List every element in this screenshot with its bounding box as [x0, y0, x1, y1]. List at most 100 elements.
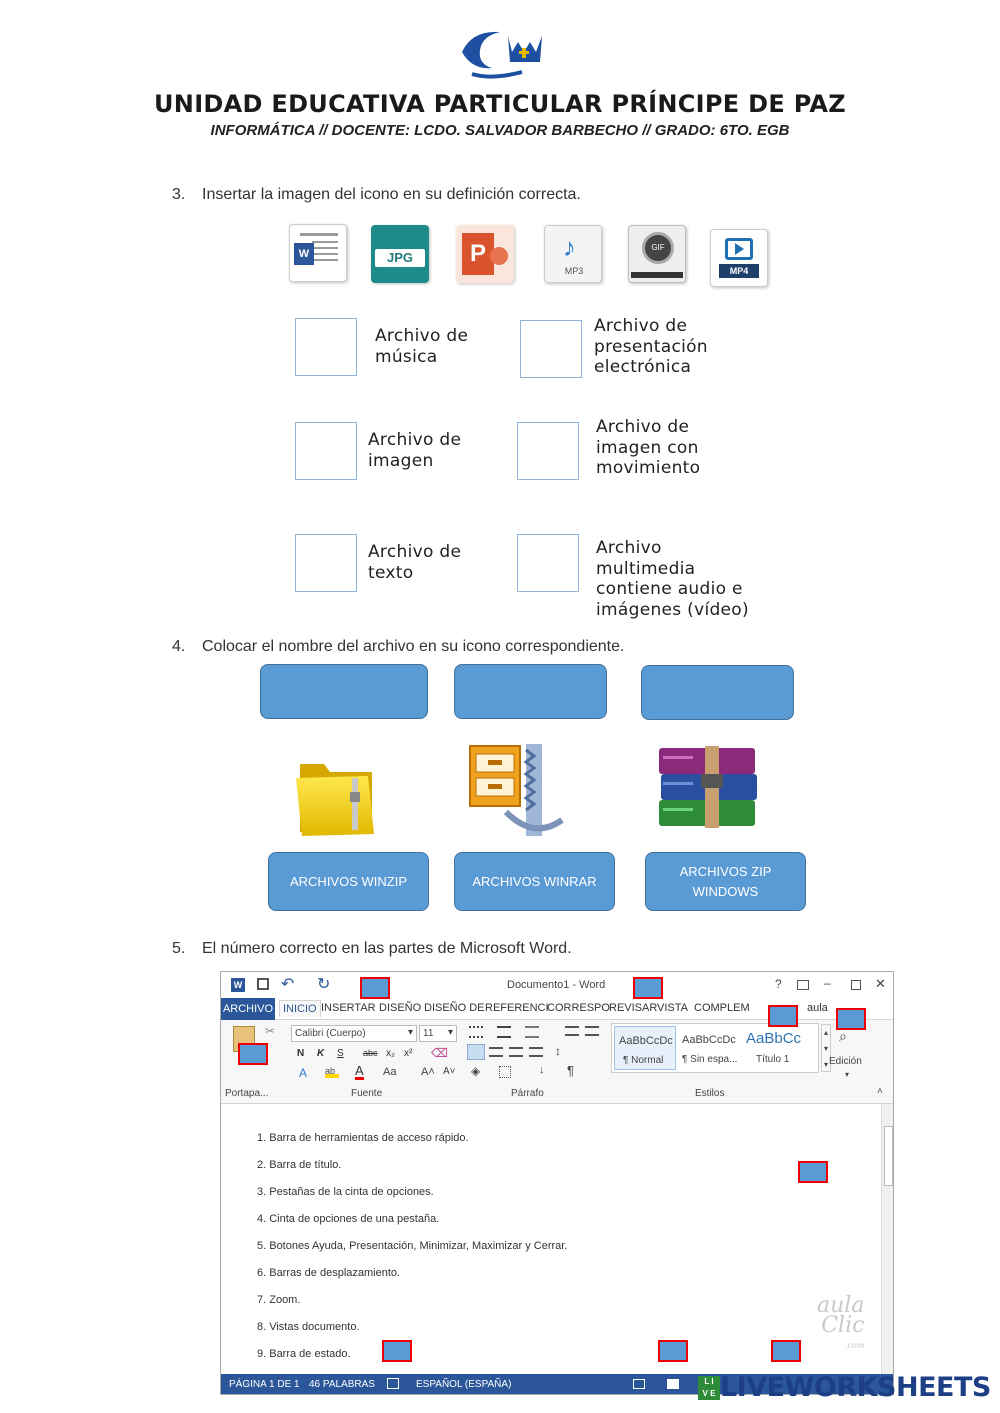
doc-line: 2. Barra de título.	[257, 1159, 342, 1171]
group-label-styles: Estilos	[695, 1088, 725, 1099]
drop-box-presentation[interactable]	[520, 320, 582, 378]
callout-box[interactable]	[771, 1340, 801, 1362]
edit-group-button[interactable]: Edición	[829, 1056, 862, 1067]
answer-slot-2[interactable]	[454, 664, 607, 719]
align-center-icon[interactable]	[489, 1047, 503, 1057]
italic-button[interactable]: K	[317, 1048, 325, 1059]
font-color-icon[interactable]: A	[355, 1063, 364, 1080]
styles-scroll[interactable]: ▴▾▾	[821, 1024, 831, 1072]
callout-box[interactable]	[798, 1161, 828, 1183]
tab-referencias[interactable]: REFERENCI	[485, 1002, 549, 1014]
shading-icon[interactable]: ◈	[471, 1064, 481, 1078]
doc-line: 4. Cinta de opciones de una pestaña.	[257, 1213, 440, 1225]
option-winrar[interactable]: ARCHIVOS WINRAR	[454, 852, 615, 911]
mp4-file-icon[interactable]: MP4	[710, 229, 768, 287]
underline-button[interactable]: S	[337, 1048, 344, 1059]
maximize-icon[interactable]	[851, 980, 861, 990]
answer-slot-1[interactable]	[260, 664, 428, 719]
undo-icon[interactable]: ↶	[281, 976, 295, 993]
course-info: INFORMÁTICA // DOCENTE: LCDO. SALVADOR B…	[210, 122, 790, 139]
ribbon-display-icon[interactable]	[797, 980, 809, 990]
style-heading-1[interactable]: AaBbCc Título 1	[746, 1030, 802, 1065]
drop-box-animated-image[interactable]	[517, 422, 579, 480]
document-title: Documento1 - Word	[507, 979, 606, 991]
save-icon[interactable]	[257, 978, 269, 990]
decrease-indent-icon[interactable]	[565, 1026, 579, 1036]
powerpoint-icon[interactable]: P	[456, 225, 514, 283]
vertical-scrollbar[interactable]	[881, 1104, 893, 1374]
font-name-select[interactable]: Calibri (Cuerpo)▾	[291, 1025, 417, 1042]
callout-box[interactable]	[768, 1005, 798, 1027]
text-effects-icon[interactable]: A	[299, 1066, 308, 1080]
shrink-font-icon[interactable]: A˅	[443, 1066, 456, 1077]
align-right-icon[interactable]	[509, 1047, 523, 1057]
jpg-file-icon[interactable]: JPG	[371, 225, 429, 283]
callout-box[interactable]	[360, 977, 390, 999]
callout-box[interactable]	[238, 1043, 268, 1065]
read-mode-icon[interactable]	[633, 1379, 645, 1389]
proofing-icon[interactable]	[387, 1378, 399, 1389]
superscript-button[interactable]: x²	[404, 1048, 413, 1059]
highlight-icon[interactable]: ab	[325, 1066, 339, 1078]
increase-indent-icon[interactable]	[585, 1026, 599, 1036]
tab-aula[interactable]: aula	[807, 1002, 828, 1014]
option-zip-windows[interactable]: ARCHIVOS ZIP WINDOWS	[645, 852, 806, 911]
redo-icon[interactable]: ↻	[317, 976, 331, 993]
tab-insertar[interactable]: INSERTAR	[321, 1002, 376, 1014]
font-size-select[interactable]: 11▾	[419, 1025, 457, 1042]
tab-complementos[interactable]: COMPLEM	[694, 1002, 750, 1014]
bullets-icon[interactable]	[469, 1026, 483, 1038]
subscript-button[interactable]: x₂	[386, 1048, 395, 1059]
drop-box-video[interactable]	[517, 534, 579, 592]
doc-line: 6. Barras de desplazamiento.	[257, 1267, 401, 1279]
line-spacing-icon[interactable]: ↕	[555, 1044, 561, 1058]
tab-archivo[interactable]: ARCHIVO	[221, 998, 275, 1020]
styles-gallery: AaBbCcDc ¶ Normal AaBbCcDc ¶ Sin espa...…	[611, 1023, 819, 1073]
school-name: UNIDAD EDUCATIVA PARTICULAR PRÍNCIPE DE …	[154, 90, 846, 118]
tab-inicio[interactable]: INICIO	[279, 1000, 321, 1017]
sort-icon[interactable]: ↓	[539, 1064, 545, 1076]
document-area[interactable]: 1. Barra de herramientas de acceso rápid…	[221, 1104, 864, 1374]
clear-format-icon[interactable]: ⌫	[431, 1046, 448, 1060]
bold-button[interactable]: N	[297, 1048, 305, 1059]
drop-box-music[interactable]	[295, 318, 357, 376]
align-left-icon[interactable]	[467, 1044, 485, 1060]
callout-box[interactable]	[633, 977, 663, 999]
tab-diseno-de[interactable]: DISEÑO DE	[424, 1002, 485, 1014]
callout-box[interactable]	[658, 1340, 688, 1362]
cut-icon[interactable]: ✂	[265, 1024, 276, 1038]
numbering-icon[interactable]	[497, 1026, 511, 1038]
tab-correspondencia[interactable]: CORRESPO	[547, 1002, 610, 1014]
option-winzip[interactable]: ARCHIVOS WINZIP	[268, 852, 429, 911]
close-icon[interactable]: ✕	[875, 976, 886, 991]
word-doc-icon[interactable]: W	[289, 224, 347, 282]
answer-slot-3[interactable]	[641, 665, 794, 720]
grow-font-icon[interactable]: A˄	[421, 1066, 435, 1078]
tab-revisar[interactable]: REVISAR	[609, 1002, 658, 1014]
style-normal[interactable]: AaBbCcDc ¶ Normal	[614, 1026, 676, 1070]
print-layout-icon[interactable]	[667, 1379, 679, 1389]
mp3-file-icon[interactable]: ♪ MP3	[544, 225, 602, 283]
drop-box-image[interactable]	[295, 422, 357, 480]
callout-box[interactable]	[382, 1340, 412, 1362]
show-marks-icon[interactable]: ¶	[567, 1063, 574, 1078]
strikethrough-button[interactable]: abc	[363, 1048, 378, 1058]
gif-file-icon[interactable]: GIF	[628, 225, 686, 283]
help-icon[interactable]: ?	[775, 977, 782, 991]
change-case-icon[interactable]: Aa	[383, 1066, 397, 1078]
drop-box-text[interactable]	[295, 534, 357, 592]
callout-box[interactable]	[836, 1008, 866, 1030]
justify-icon[interactable]	[529, 1047, 543, 1057]
collapse-ribbon-icon[interactable]: ˄	[877, 1086, 883, 1097]
style-no-spacing[interactable]: AaBbCcDc ¶ Sin espa...	[682, 1034, 738, 1065]
multilevel-list-icon[interactable]	[525, 1026, 539, 1038]
scroll-thumb[interactable]	[884, 1126, 893, 1186]
tab-vista[interactable]: VISTA	[657, 1002, 688, 1014]
minimize-icon[interactable]: –	[824, 976, 831, 990]
tab-diseno[interactable]: DISEÑO	[379, 1002, 422, 1014]
borders-icon[interactable]	[499, 1066, 511, 1078]
